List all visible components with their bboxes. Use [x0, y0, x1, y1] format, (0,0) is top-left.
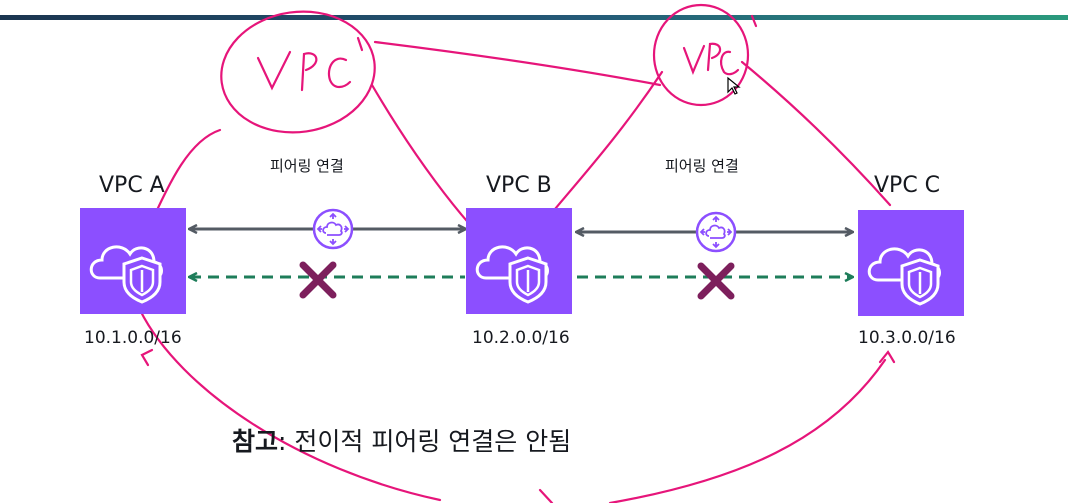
- vpc-c-cidr: 10.3.0.0/16: [858, 328, 956, 348]
- router-icon-b-c: [695, 211, 737, 253]
- peering-label-a-b: 피어링 연결: [270, 157, 344, 175]
- transitive-note: 참고: 전이적 피어링 연결은 안됨: [232, 422, 571, 458]
- vpc-c-icon: [858, 210, 964, 316]
- vpc-a-cidr: 10.1.0.0/16: [84, 328, 182, 348]
- vpc-a-icon: [80, 208, 186, 314]
- x-icon-a-b: [303, 265, 333, 295]
- x-icon-b-c: [701, 266, 731, 296]
- vpc-c-name: VPC C: [874, 173, 941, 198]
- cursor-icon: [727, 76, 741, 95]
- vpc-b-cidr: 10.2.0.0/16: [472, 328, 570, 348]
- title-accent-bar: [0, 15, 1068, 20]
- peering-label-b-c: 피어링 연결: [665, 157, 739, 175]
- note-prefix: 참고: [232, 427, 279, 456]
- note-text: : 전이적 피어링 연결은 안됨: [278, 427, 572, 456]
- vpc-b-icon: [466, 208, 572, 314]
- vpc-a-name: VPC A: [99, 173, 165, 198]
- vpc-b-name: VPC B: [486, 173, 552, 198]
- router-icon-a-b: [312, 208, 354, 250]
